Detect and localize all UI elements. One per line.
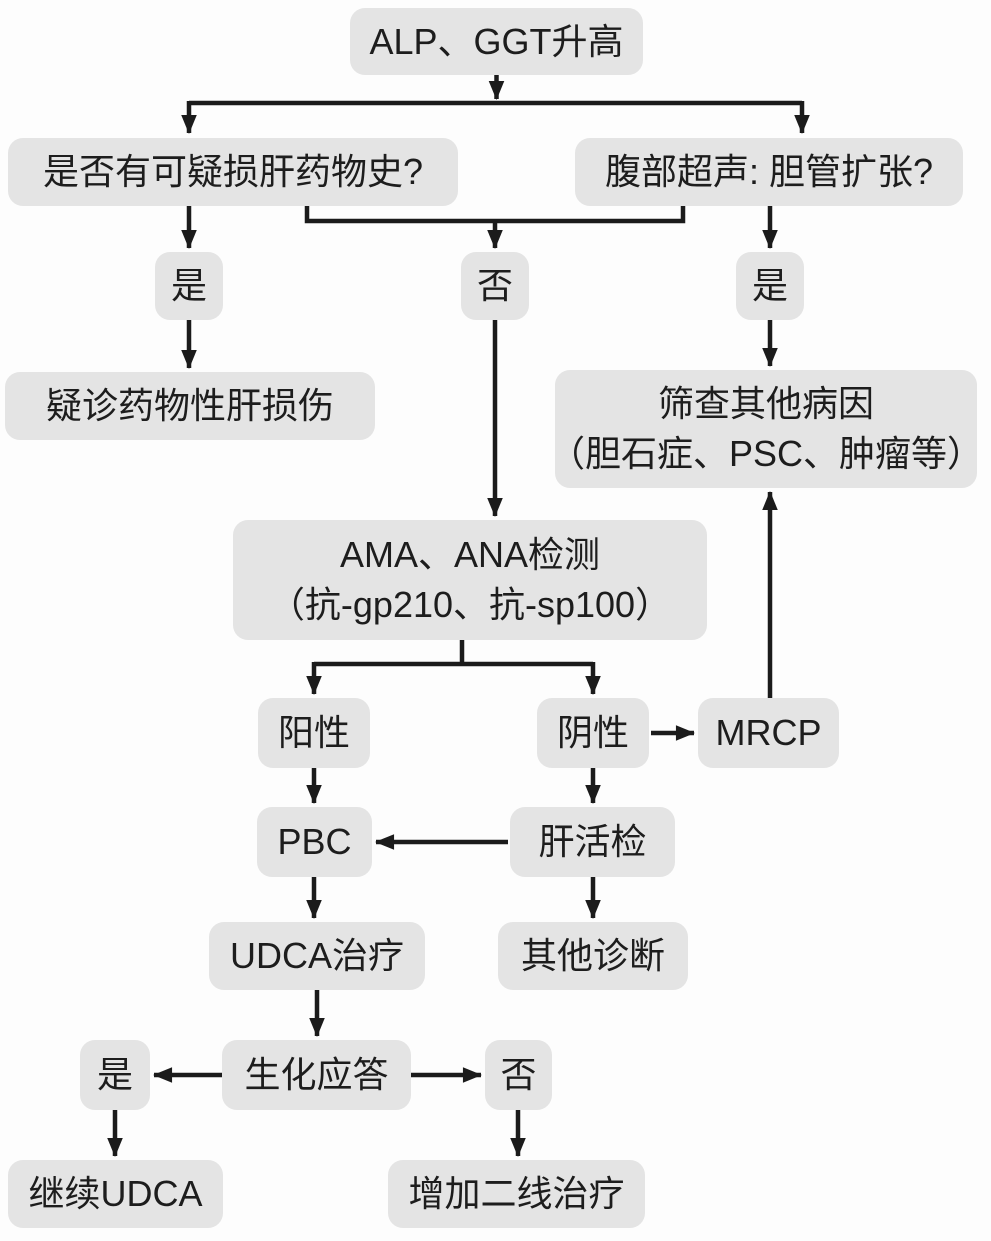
node-ama-ana-testing: AMA、ANA检测 （抗-gp210、抗-sp100）: [233, 520, 707, 640]
node-label-line2: （胆石症、PSC、肿瘤等）: [548, 433, 984, 474]
node-pbc: PBC: [257, 807, 372, 877]
node-label: PBC: [277, 821, 352, 863]
node-biochemical-response: 生化应答: [222, 1040, 411, 1110]
node-label: 否: [476, 265, 513, 307]
node-label-line2: （抗-gp210、抗-sp100）: [268, 584, 672, 625]
node-screen-other-causes: 筛查其他病因 （胆石症、PSC、肿瘤等）: [549, 370, 983, 488]
node-add-second-line-treatment: 增加二线治疗: [388, 1160, 645, 1228]
node-label: 腹部超声: 胆管扩张?: [604, 151, 934, 193]
node-suspect-drug-history: 是否有可疑损肝药物史?: [8, 138, 458, 206]
node-branch-yes-dilated: 是: [736, 252, 804, 320]
node-label: 否: [500, 1054, 537, 1096]
node-response-yes: 是: [80, 1040, 150, 1110]
node-suspected-dili: 疑诊药物性肝损伤: [5, 372, 375, 440]
node-branch-yes-drug: 是: [155, 252, 223, 320]
node-other-diagnosis: 其他诊断: [498, 922, 688, 990]
node-label: 阳性: [277, 712, 350, 754]
node-label: 是否有可疑损肝药物史?: [42, 151, 424, 193]
node-liver-biopsy: 肝活检: [510, 807, 675, 877]
node-label: 阴性: [556, 712, 629, 754]
node-branch-no: 否: [461, 252, 529, 320]
node-label: 疑诊药物性肝损伤: [45, 385, 334, 427]
node-label: 是: [751, 265, 788, 307]
node-udca-treatment: UDCA治疗: [209, 922, 425, 990]
node-response-no: 否: [485, 1040, 552, 1110]
node-alp-ggt-elevated: ALP、GGT升高: [350, 8, 643, 75]
node-ama-positive: 阳性: [258, 698, 370, 768]
node-ama-negative: 阴性: [537, 698, 649, 768]
node-abdominal-ultrasound: 腹部超声: 胆管扩张?: [575, 138, 963, 206]
node-label: 其他诊断: [520, 935, 665, 977]
node-mrcp: MRCP: [698, 698, 839, 768]
node-label: ALP、GGT升高: [369, 20, 624, 62]
node-label: 肝活检: [538, 821, 647, 863]
node-label: 是: [96, 1054, 133, 1096]
node-label: 继续UDCA: [28, 1173, 203, 1215]
node-label: MRCP: [715, 712, 822, 754]
node-label: 是: [170, 265, 207, 307]
node-label: 生化应答: [244, 1054, 389, 1096]
node-label-line1: 筛查其他病因: [657, 383, 874, 425]
node-label: 增加二线治疗: [408, 1173, 625, 1215]
node-continue-udca: 继续UDCA: [8, 1160, 223, 1228]
node-label-line1: AMA、ANA检测: [339, 534, 601, 576]
node-label: UDCA治疗: [229, 935, 404, 977]
